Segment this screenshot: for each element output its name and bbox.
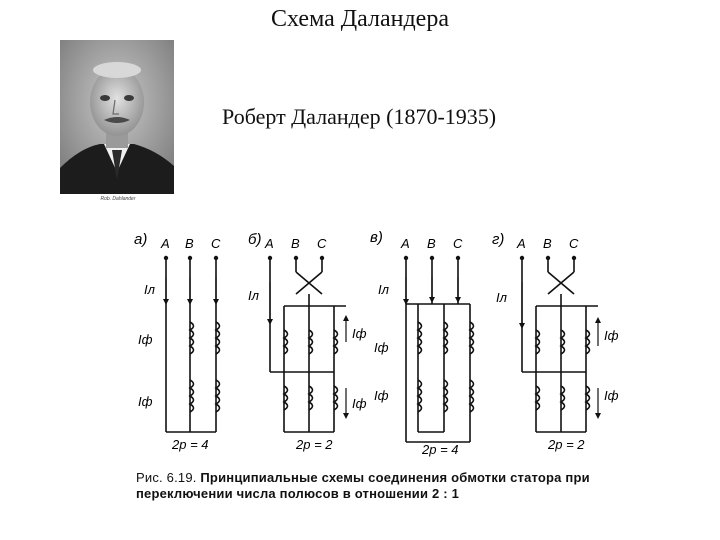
panel-b-poles: 2p = 2: [295, 437, 333, 452]
panel-b-phase-current-2: Iф: [352, 396, 367, 411]
panel-d-phase-b: B: [543, 236, 552, 251]
panel-c-phase-a: A: [400, 236, 410, 251]
panel-a-poles: 2p = 4: [171, 437, 209, 452]
slide-subtitle: Роберт Даландер (1870-1935): [222, 104, 497, 129]
panel-b-letter: б): [248, 231, 261, 248]
panel-c-phase-b: B: [427, 236, 436, 251]
panel-b-phase-b: B: [291, 236, 300, 251]
panel-b-phase-c: C: [317, 236, 327, 251]
panel-d-phase-a: A: [516, 236, 526, 251]
panel-d-letter: г): [492, 231, 504, 248]
panel-d-poles: 2p = 2: [547, 437, 585, 452]
portrait-photo: [60, 40, 174, 194]
figure-caption-text: Принципиальные схемы соединения обмотки …: [136, 470, 590, 501]
portrait-caption: Rob. Dahlander: [100, 196, 136, 202]
panel-a-line-current: Iл: [144, 282, 156, 297]
panel-a-letter: а): [134, 231, 147, 248]
panel-c-letter: в): [370, 229, 383, 246]
panel-d-phase-current-2: Iф: [604, 388, 619, 403]
panel-d-phase-c: C: [569, 236, 579, 251]
figure-caption-number: Рис. 6.19.: [136, 470, 197, 485]
panel-b-phase-a: A: [264, 236, 274, 251]
panel-c-line-current: Iл: [378, 282, 390, 297]
dahlander-schematics: а) A B C Iл Iф Iф 2p = 4 б) A B C Iл Iф …: [134, 229, 619, 457]
panel-c-phase-current-1: Iф: [374, 340, 389, 355]
figure-caption: Рис. 6.19. Принципиальные схемы соединен…: [136, 470, 636, 502]
panel-a-phase-current-2: Iф: [138, 394, 153, 409]
panel-c-poles: 2p = 4: [421, 442, 459, 457]
panel-b: [267, 258, 349, 433]
slide-title: Схема Даландера: [271, 6, 449, 32]
panel-c-phase-current-2: Iф: [374, 388, 389, 403]
panel-d-phase-current-1: Iф: [604, 328, 619, 343]
panel-c: [403, 258, 475, 443]
panel-a: [163, 258, 221, 433]
panel-b-phase-current-1: Iф: [352, 326, 367, 341]
panel-b-line-current: Iл: [248, 288, 260, 303]
panel-a-phase-a: A: [160, 236, 170, 251]
panel-d-line-current: Iл: [496, 290, 508, 305]
circuit-figure: а) A B C Iл Iф Iф 2p = 4 б) A B C Iл Iф …: [130, 222, 640, 462]
panel-a-phase-b: B: [185, 236, 194, 251]
panel-d: [519, 258, 601, 433]
panel-a-phase-c: C: [211, 236, 221, 251]
portrait-image: [60, 40, 174, 194]
panel-a-phase-current-1: Iф: [138, 332, 153, 347]
panel-c-phase-c: C: [453, 236, 463, 251]
